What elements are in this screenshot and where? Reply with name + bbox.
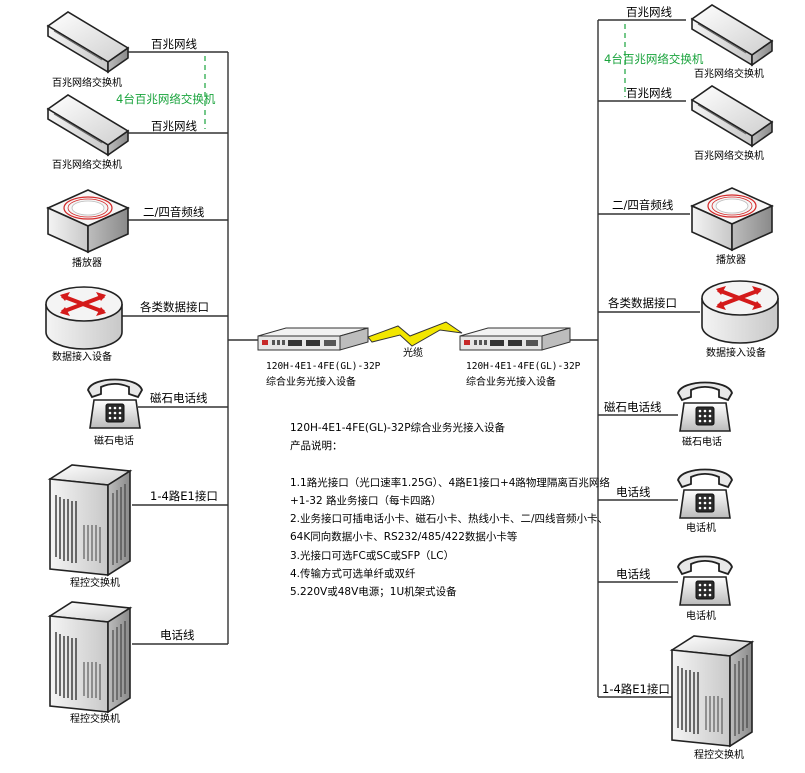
right-switch2-icon [691,85,773,147]
right-router-icon [700,279,780,345]
right-switch1-icon [691,4,773,66]
right-switch2-caption: 百兆网络交换机 [694,151,764,162]
right-switch-group-label: 4台百兆网络交换机 [604,52,704,66]
left-pbx1-caption: 程控交换机 [70,578,120,589]
right-router-line-label: 各类数据接口 [608,296,677,310]
description-item: 2.业务接口可插电话小卡、磁石小卡、热线小卡、二/四线音频小卡、64K同向数据小… [290,513,609,544]
center-link [257,321,571,351]
right-switch2-line-label: 百兆网线 [626,86,672,100]
right-magneto-line-label: 磁石电话线 [604,400,662,414]
left-optical-device-icon [257,327,369,351]
right-player-line-label: 二/四音频线 [612,198,674,212]
right-devices [570,4,780,747]
right-phone2-line-label: 电话线 [616,567,651,581]
right-device-model: 120H-4E1-4FE(GL)-32P [466,361,581,372]
left-magneto-line-label: 磁石电话线 [150,391,208,405]
left-pbx2-line-label: 电话线 [160,628,195,642]
right-optical-device-icon [459,327,571,351]
left-router-icon [44,285,124,351]
fiber-label: 光缆 [403,348,423,359]
left-pbx2-icon [49,601,131,713]
description-subtitle: 产品说明： [290,440,343,453]
right-magneto-phone-icon [677,381,733,432]
left-pbx1-line-label: 1-4路E1接口 [150,489,218,503]
right-magneto-caption: 磁石电话 [682,437,722,448]
fiber-bolt-icon [367,321,463,347]
left-magneto-phone-icon [87,378,143,429]
left-switch-group-label: 4台百兆网络交换机 [116,92,216,106]
description-item: 3.光接口可选FC或SC或SFP（LC） [290,549,455,562]
left-device-name: 综合业务光接入设备 [266,377,356,388]
left-router-line-label: 各类数据接口 [140,300,209,314]
left-router-caption: 数据接入设备 [52,352,112,363]
right-pbx-caption: 程控交换机 [694,750,744,761]
left-player-line-label: 二/四音频线 [143,205,205,219]
left-switch2-caption: 百兆网络交换机 [52,160,122,171]
left-devices [44,11,258,713]
left-switch1-line-label: 百兆网线 [151,37,197,51]
left-pbx2-caption: 程控交换机 [70,714,120,725]
right-phone1-line-label: 电话线 [616,485,651,499]
left-magneto-caption: 磁石电话 [94,436,134,447]
right-player-icon [691,187,773,251]
left-player-caption: 播放器 [72,258,102,269]
left-device-model: 120H-4E1-4FE(GL)-32P [266,361,381,372]
left-switch2-line-label: 百兆网线 [151,119,197,133]
right-pbx-icon [671,635,753,747]
right-phone2-icon [677,555,733,606]
left-player-icon [47,189,129,253]
product-description: 120H-4E1-4FE(GL)-32P综合业务光接入设备 产品说明： 1.1路… [290,419,610,602]
right-router-caption: 数据接入设备 [706,348,766,359]
left-switch1-icon [47,11,129,73]
left-switch1-caption: 百兆网络交换机 [52,78,122,89]
right-phone1-icon [677,468,733,519]
right-player-caption: 播放器 [716,255,746,266]
left-pbx1-icon [49,464,131,576]
description-item: 5.220V或48V电源；1U机架式设备 [290,586,457,599]
description-item: 1.1路光接口（光口速率1.25G）、4路E1接口+4路物理隔离百兆网络+1-3… [290,476,610,507]
right-phone2-caption: 电话机 [686,611,716,622]
description-title: 120H-4E1-4FE(GL)-32P综合业务光接入设备 [290,422,506,434]
right-device-name: 综合业务光接入设备 [466,377,556,388]
description-item: 4.传输方式可选单纤或双纤 [290,568,416,581]
right-switch1-line-label: 百兆网线 [626,5,672,19]
right-phone1-caption: 电话机 [686,523,716,534]
right-switch1-caption: 百兆网络交换机 [694,69,764,80]
right-pbx-line-label: 1-4路E1接口 [602,682,670,696]
